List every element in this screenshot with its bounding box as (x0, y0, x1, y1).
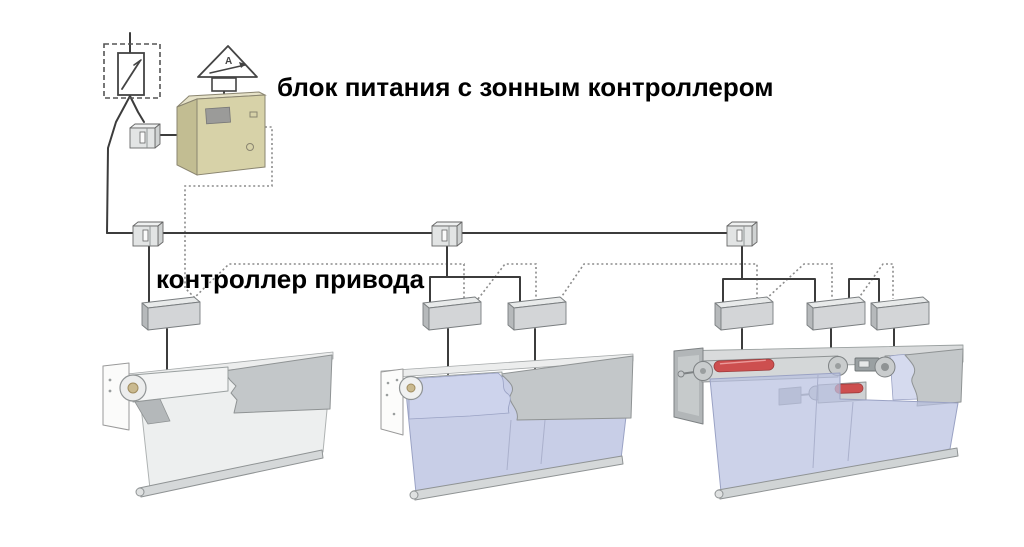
power-wiring (106, 32, 895, 375)
control-wire-2b-to-3a (559, 263, 758, 300)
rolled-fabric (408, 372, 511, 420)
bracket-group3-a (722, 278, 816, 303)
antenna-letter: A (225, 56, 232, 67)
bracket-group2 (429, 276, 521, 303)
roller-blind-triple (673, 344, 964, 500)
drive-controller-2a (422, 296, 482, 331)
mains-branch-left (106, 95, 131, 234)
bracket-group3-b (848, 278, 880, 302)
power-supply-unit (176, 91, 267, 176)
drive-controller-3a (714, 296, 774, 331)
tubular-motor-red (713, 358, 775, 373)
bus-connector-1 (132, 221, 164, 247)
drive-controller-1 (141, 296, 201, 331)
psu-power-plug (129, 123, 161, 149)
label-power-supply-unit: блок питания с зонным контроллером (277, 72, 774, 102)
bus-connector-2 (431, 221, 463, 247)
control-wire-3b-to-3c (857, 263, 894, 300)
antenna-icon: A (197, 45, 258, 99)
roller-blind-double (380, 353, 634, 501)
control-daisy-chain-wiring (184, 126, 894, 300)
psu-display-window (205, 106, 231, 125)
bus-connector-3 (726, 221, 758, 247)
fascia-panel (500, 355, 634, 421)
drive-controller-2b (507, 296, 567, 331)
mount-bracket (380, 368, 404, 436)
psu-front-panel (196, 94, 266, 176)
control-wire-2a-to-2b (477, 263, 537, 300)
roller-blind-single (102, 351, 334, 498)
drive-controller-3b (806, 296, 866, 331)
fascia-panel (223, 354, 333, 414)
control-wire-3a-to-3b (765, 263, 833, 300)
circuit-breaker-symbol (103, 43, 161, 99)
control-wire-psu-to-controller1 (184, 126, 273, 300)
drive-controller-3c (870, 296, 930, 331)
label-drive-controller: контроллер привода (156, 264, 425, 294)
mains-branch-to-plug (129, 95, 145, 123)
